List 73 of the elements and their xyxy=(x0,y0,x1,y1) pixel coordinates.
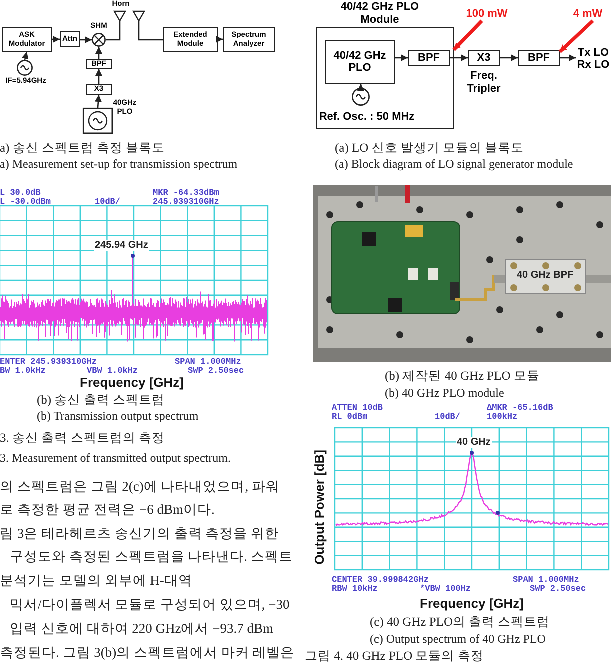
body-text: 입력 신호에 대하여 220 GHz에서 −93.7 dBm xyxy=(10,620,274,638)
block-box: BPF xyxy=(408,50,450,66)
block-box: 40/42 GHz PLO xyxy=(325,40,395,84)
arrow xyxy=(558,20,594,54)
block-label: Ref. Osc. : 50 MHz xyxy=(318,111,416,124)
screen-text: SPAN 1.000MHz xyxy=(175,357,242,367)
arrow xyxy=(96,69,102,84)
screen-text: ENTER 245.939310GHz xyxy=(0,357,97,367)
caption: (c) Output spectrum of 40 GHz PLO xyxy=(370,632,546,647)
block-box: X3 xyxy=(468,50,500,66)
power-label: 4 mW xyxy=(572,7,604,21)
caption: (b) Transmission output spectrum xyxy=(37,409,199,424)
connector-line xyxy=(138,21,163,41)
body-text: 구성도와 측정된 스펙트럼을 나타낸다. 스펙트 xyxy=(10,548,293,566)
screen-text: ΔMKR -65.16dB xyxy=(487,403,554,413)
caption: 3. Measurement of transmitted output spectrum. xyxy=(0,451,231,466)
screen-text: VBW 1.0kHz xyxy=(87,366,138,376)
power-label: 100 mW xyxy=(465,7,509,21)
arrow xyxy=(500,54,518,62)
caption: a) 송신 스펙트럼 측정 블록도 xyxy=(0,140,166,157)
arrow xyxy=(96,47,102,59)
axis-title: Output Power [dB] xyxy=(312,450,327,565)
arrow xyxy=(52,36,60,43)
block-label: Freq. Tripler xyxy=(466,70,502,96)
module-title: 40/42 GHz PLO Module xyxy=(340,1,420,26)
body-text: 로 측정한 평균 전력은 −6 dBm이다. xyxy=(0,501,215,519)
axis-title: Frequency [GHz] xyxy=(420,596,524,611)
screen-text: SWP 2.50sec xyxy=(188,366,244,376)
screen-text: MKR -64.33dBm xyxy=(153,188,220,198)
screen-text: L -30.0dBm xyxy=(0,197,52,207)
body-text: 림 3은 테라헤르츠 송신기의 출력 측정을 위한 xyxy=(0,525,279,543)
body-text: 측정된다. 그림 3(b)의 스펙트럼에서 마커 레벨은 xyxy=(0,644,295,662)
screen-text: 10dB/ xyxy=(95,197,121,207)
arrow xyxy=(452,20,484,52)
arrow xyxy=(395,54,408,62)
arrow xyxy=(358,84,364,91)
screen-text: BW 1.0kHz xyxy=(0,366,46,376)
arrow xyxy=(22,52,29,60)
screen-text: SPAN 1.000MHz xyxy=(513,575,580,585)
arrow xyxy=(80,36,92,44)
screen-text: L 30.0dB xyxy=(0,188,41,198)
caption: (a) Block diagram of LO signal generator module xyxy=(335,157,574,172)
arrow xyxy=(560,54,576,62)
arrow xyxy=(216,36,223,43)
arrow xyxy=(94,94,102,108)
caption: (b) 제작된 40 GHz PLO 모듈 xyxy=(385,368,540,385)
screen-text: *VBW 100Hz xyxy=(420,584,472,594)
body-text: 분석기는 모델의 외부에 H-대역 xyxy=(0,572,192,590)
marker-label: 40 GHz xyxy=(456,437,492,448)
block-box: BPF xyxy=(518,50,560,66)
caption: (c) 40 GHz PLO의 출력 스펙트럼 xyxy=(370,614,550,631)
caption: (b) 송신 출력 스펙트럼 xyxy=(37,392,165,409)
screen-text: ATTEN 10dB xyxy=(332,403,384,413)
caption: 그림 4. 40 GHz PLO 모듈의 측정 xyxy=(305,648,484,665)
body-text: 의 스펙트럼은 그림 2(c)에 나타내었으며, 파워 xyxy=(0,478,280,496)
screen-text: SWP 2.50sec xyxy=(530,584,586,594)
body-text: 믹서/다이플렉서 모듈로 구성되어 있으며, −30 xyxy=(10,596,290,614)
connector-line xyxy=(106,21,121,41)
screen-text: 10dB/ xyxy=(435,412,461,422)
caption: 3. 송신 출력 스펙트럼의 측정 xyxy=(0,430,165,447)
screen-text: RBW 10kHz xyxy=(332,584,378,594)
axis-title: Frequency [GHz] xyxy=(80,375,184,390)
screen-text: RL 0dBm xyxy=(332,412,368,422)
part-label: 40 GHz BPF xyxy=(516,270,575,281)
arrow xyxy=(450,54,468,62)
caption: a) Measurement set-up for transmission spectrum xyxy=(0,157,238,172)
output-label: Tx LO Rx LO xyxy=(576,46,611,72)
marker-label: 245.94 GHz xyxy=(94,240,150,251)
screen-text: CENTER 39.999842GHz xyxy=(332,575,429,585)
screen-text: 100kHz xyxy=(487,412,518,422)
caption: (b) 40 GHz PLO module xyxy=(385,386,504,401)
caption: (a) LO 신호 발생기 모듈의 블록도 xyxy=(335,140,524,157)
screen-text: 245.939310GHz xyxy=(153,197,220,207)
